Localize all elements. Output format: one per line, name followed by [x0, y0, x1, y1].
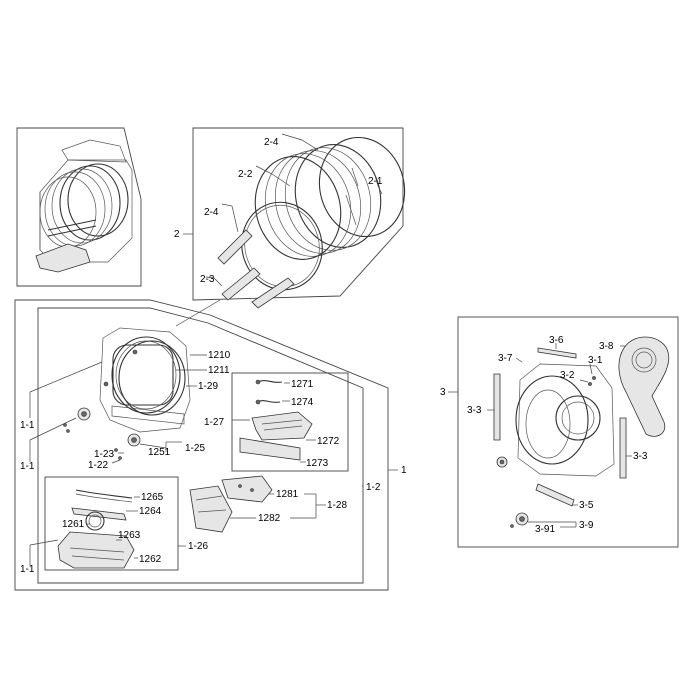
label-1262: 1262: [139, 554, 162, 565]
label-3-6: 3-6: [549, 335, 564, 346]
label-1-23: 1-23: [94, 449, 114, 460]
label-2-1: 2-1: [368, 176, 383, 187]
label-3-5: 3-5: [579, 500, 594, 511]
lint-screen-1282: [189, 485, 233, 533]
roller-1251: [127, 433, 141, 447]
label-1251: 1251: [148, 447, 171, 458]
label-1263: 1263: [118, 530, 141, 541]
label-1-28: 1-28: [327, 500, 347, 511]
lint-housing-1281: [221, 475, 273, 503]
label-1272: 1272: [317, 436, 340, 447]
label-1273: 1273: [306, 458, 329, 469]
label-2-4-lower: 2-4: [204, 207, 219, 218]
label-1-22: 1-22: [88, 460, 108, 471]
label-1-1-middle: 1-1: [20, 461, 35, 472]
label-1-25: 1-25: [185, 443, 205, 454]
rear-assembly-group: [448, 316, 679, 548]
label-1265: 1265: [141, 492, 164, 503]
label-3-2: 3-2: [560, 370, 575, 381]
heater-duct-3-8: [618, 336, 670, 437]
drum-illustration: [241, 136, 406, 291]
label-1-29: 1-29: [198, 381, 218, 392]
label-1282: 1282: [258, 513, 281, 524]
label-3-3-right: 3-3: [633, 451, 648, 462]
assembly-overview-inset: [16, 127, 142, 287]
rear-panel-illustration: [515, 363, 615, 477]
duct-subgroup: [44, 476, 186, 571]
door-switch-roller-1-23: [77, 407, 91, 421]
rear-seal-left-3-3: [493, 373, 501, 441]
drum-lifter-lower-right: [251, 277, 295, 309]
label-3-1: 3-1: [588, 355, 603, 366]
label-2: 2: [174, 229, 180, 240]
label-2-3: 2-3: [200, 274, 215, 285]
label-3-3-left: 3-3: [467, 405, 482, 416]
roller-shaft-3-5: [535, 483, 575, 507]
label-1-26: 1-26: [188, 541, 208, 552]
drum-group: [183, 127, 406, 309]
label-3-7: 3-7: [498, 353, 513, 364]
label-1281: 1281: [276, 489, 299, 500]
assembled-drum-illustration: [35, 139, 133, 273]
drum-lifter-upper: [217, 229, 253, 265]
drum-roller-3-91: [496, 456, 529, 526]
front-assembly-group: [14, 299, 398, 591]
label-1271: 1271: [291, 379, 314, 390]
bracket-3-6: [537, 347, 577, 359]
front-panel-illustration: [99, 327, 191, 433]
label-1-1-upper: 1-1: [20, 420, 35, 431]
label-2-4-upper: 2-4: [264, 137, 279, 148]
label-1: 1: [401, 465, 407, 476]
front-gasket-1211: [118, 340, 186, 416]
label-1211: 1211: [208, 365, 230, 376]
lint-filter-subgroup: [231, 372, 349, 472]
label-1274: 1274: [291, 397, 314, 408]
rear-seal-right-3-3: [619, 417, 627, 479]
label-1-2: 1-2: [366, 482, 381, 493]
label-1261: 1261: [62, 519, 85, 530]
label-3-9: 3-9: [579, 520, 594, 531]
label-2-2: 2-2: [238, 169, 253, 180]
label-1-27: 1-27: [204, 417, 224, 428]
label-1264: 1264: [139, 506, 162, 517]
label-1210: 1210: [208, 350, 231, 361]
part-labels: 2 2-4 2-2 2-1 2-4 2-3 1210 1211 1-29 1-1…: [20, 137, 648, 575]
label-1-1-lower: 1-1: [20, 564, 35, 575]
drum-lifter-lower-left: [221, 267, 261, 301]
label-3: 3: [440, 387, 446, 398]
label-3-91: 3-91: [535, 524, 555, 535]
label-3-8: 3-8: [599, 341, 614, 352]
